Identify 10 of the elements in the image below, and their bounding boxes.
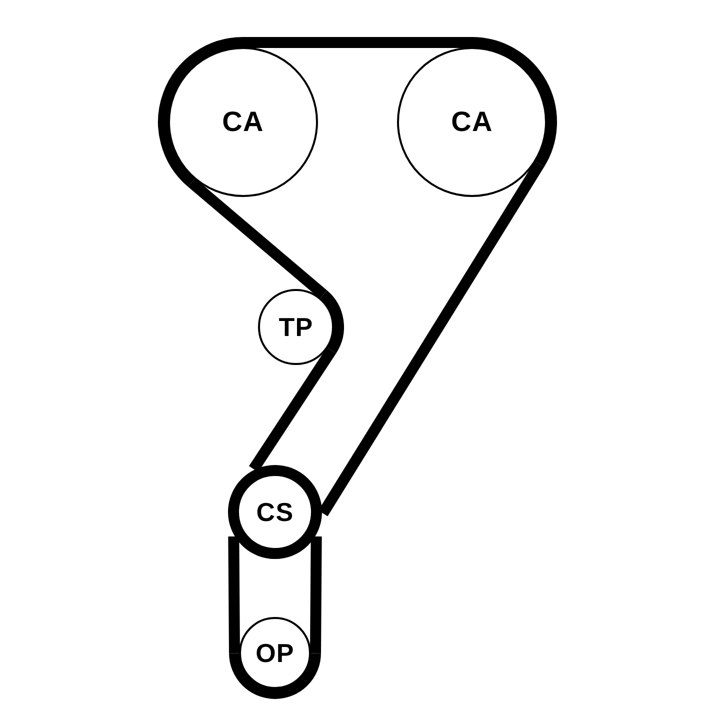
pulley-label: CA bbox=[222, 108, 264, 136]
belt-segment bbox=[248, 347, 336, 472]
belt-segment bbox=[188, 178, 328, 299]
pulley-label: TP bbox=[278, 314, 314, 340]
pulley-label: OP bbox=[256, 640, 294, 666]
belt-segment bbox=[228, 536, 240, 654]
pulley-label: CS bbox=[256, 499, 294, 525]
pulley-label: CA bbox=[451, 108, 493, 136]
belt-segment bbox=[243, 37, 472, 48]
belt-segment bbox=[310, 536, 322, 654]
